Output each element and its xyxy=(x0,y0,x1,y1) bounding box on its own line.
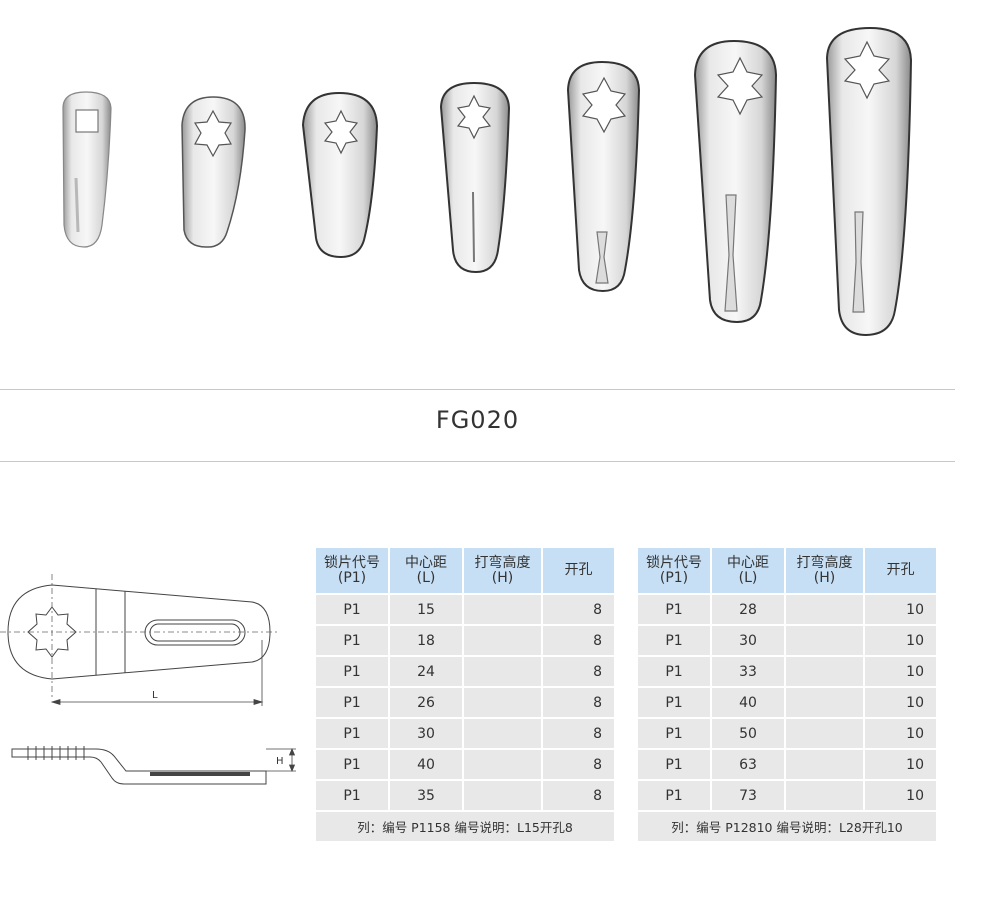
cam-plate-3 xyxy=(301,91,379,259)
table-note: 列：编号 P12810 编号说明：L28开孔10 xyxy=(638,812,936,841)
plan-view-outline xyxy=(7,584,271,680)
header-hole: 开孔 xyxy=(865,548,936,593)
header-lock-code: 锁片代号(P1) xyxy=(316,548,388,593)
technical-drawing: L H xyxy=(0,574,296,785)
top-divider xyxy=(0,389,955,390)
star-hole-outline xyxy=(27,606,77,658)
table-note-row: 列：编号 P12810 编号说明：L28开孔10 xyxy=(638,812,936,841)
header-center-distance: 中心距(L) xyxy=(712,548,784,593)
header-center-distance: 中心距(L) xyxy=(390,548,462,593)
cam-plate-7 xyxy=(825,26,913,337)
dimension-height-label: H xyxy=(276,756,284,767)
cam-plate-5 xyxy=(566,60,641,293)
cam-plate-6 xyxy=(693,39,778,324)
table-note-row: 列：编号 P1158 编号说明：L15开孔8 xyxy=(316,812,614,841)
table-header-row: 锁片代号(P1) 中心距(L) 打弯高度(H) 开孔 xyxy=(316,548,614,593)
model-title: FG020 xyxy=(435,406,520,434)
header-bend-height: 打弯高度(H) xyxy=(786,548,863,593)
cam-plate-4 xyxy=(439,81,511,274)
header-lock-code: 锁片代号(P1) xyxy=(638,548,710,593)
side-view-outline xyxy=(11,748,267,785)
table-note: 列：编号 P1158 编号说明：L15开孔8 xyxy=(316,812,614,841)
table-header-row: 锁片代号(P1) 中心距(L) 打弯高度(H) 开孔 xyxy=(638,548,936,593)
header-bend-height: 打弯高度(H) xyxy=(464,548,541,593)
product-photo-strip xyxy=(62,26,913,337)
cam-plate-1 xyxy=(62,91,112,248)
dimension-length-label: L xyxy=(152,690,158,701)
cam-plate-2 xyxy=(181,96,246,248)
bottom-divider xyxy=(0,461,955,462)
header-hole: 开孔 xyxy=(543,548,614,593)
